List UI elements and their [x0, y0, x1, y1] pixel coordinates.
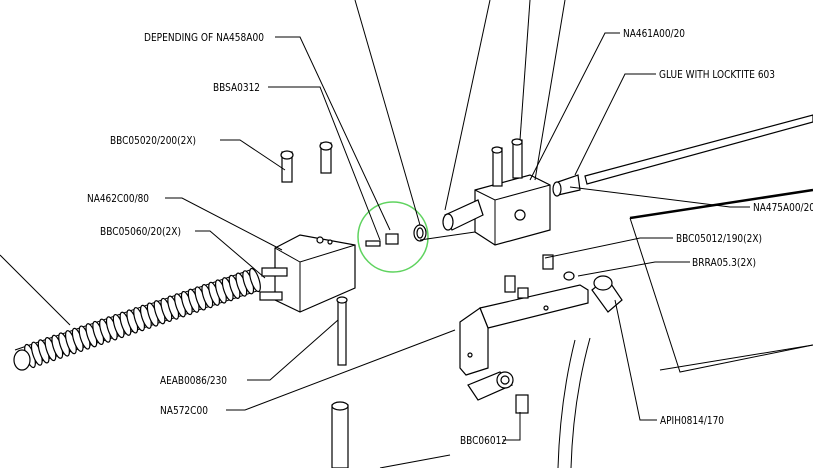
- label-na572c00: NA572C00: [160, 404, 208, 417]
- spring-part: [13, 267, 261, 371]
- label-na461a00: NA461A00/20: [623, 27, 685, 40]
- frame-line: [659, 344, 813, 371]
- parts-bbsa0312: [365, 224, 427, 247]
- label-na462c00: NA462C00/80: [87, 192, 149, 205]
- highlight-circle: [357, 201, 429, 273]
- label-bbc05020: BBC05020/200(2X): [110, 134, 196, 147]
- label-bbc05060: BBC05060/20(2X): [100, 225, 181, 238]
- label-apih0814: APIH0814/170: [660, 414, 724, 427]
- label-depending: DEPENDING OF NA458A00: [144, 31, 264, 44]
- bolts-bbc05020: [280, 141, 333, 183]
- pin-aeab0086: [336, 296, 348, 366]
- frame-line: [629, 188, 813, 220]
- block-na461a00: [442, 138, 551, 246]
- frame-line: [629, 217, 813, 373]
- label-bbc05012: BBC05012/190(2X): [676, 232, 762, 245]
- spring-coil: [249, 267, 261, 293]
- leader-lines: [0, 0, 750, 468]
- block-na462c00: [259, 234, 356, 313]
- fitting-apih0814: [557, 275, 623, 468]
- label-bbc06012: BBC06012: [460, 434, 507, 447]
- label-aeab0086: AEAB0086/230: [160, 374, 227, 387]
- rod-end-bbc06012: [467, 371, 529, 414]
- bracket: [459, 254, 589, 376]
- lower-cylinder: [331, 401, 349, 468]
- label-bbsa0312: BBSA0312: [213, 81, 260, 94]
- label-glue: GLUE WITH LOCKTITE 603: [659, 68, 775, 81]
- tube-na475a00: [552, 114, 813, 197]
- label-na475a00: NA475A00/20: [753, 201, 813, 214]
- label-brra053: BRRA05.3(2X): [692, 256, 756, 269]
